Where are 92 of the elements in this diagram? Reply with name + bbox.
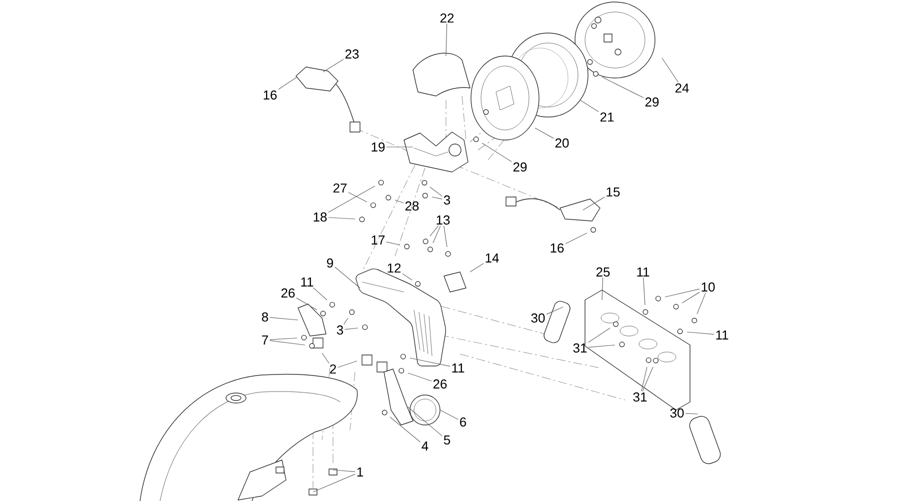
leader-line [534,128,554,139]
leader-line [390,416,420,442]
callout-number: 16 [264,90,277,100]
leader-line [430,186,442,197]
leader-line [322,352,330,364]
leader-line [444,226,448,248]
callout-number: 20 [555,138,569,148]
callout-number: 8 [262,312,268,322]
callout-number: 16 [550,243,564,253]
leader-line [588,344,616,348]
leader-line [278,76,298,90]
leader-line [588,328,610,343]
leader-line [430,226,439,236]
callout-number: 10 [702,282,715,292]
leader-line [582,196,605,210]
callout-number: 29 [513,162,527,172]
leader-line [270,317,298,320]
callout-number: 21 [600,112,614,122]
leader-line [338,360,358,368]
leader-line [344,318,348,324]
leader-line [328,217,356,220]
leader-line [643,277,646,306]
leader-line [332,470,356,472]
leader-line [328,186,376,213]
leader-line [470,263,484,272]
callout-number: 26 [281,288,295,298]
callout-number: 31 [573,343,587,353]
callout-number: 11 [452,364,464,372]
leader-line [402,273,412,280]
callout-number: 26 [433,379,447,389]
callout-number: 15 [606,187,620,197]
callout-number: 19 [372,142,385,152]
callout-number: 14 [486,254,499,262]
leader-line [565,232,588,244]
callout-number: 11 [637,268,650,276]
leader-line [446,23,448,56]
leader-line [408,406,442,436]
callout-number: 29 [645,97,659,107]
callout-number: 25 [596,267,610,277]
leader-line [344,328,358,330]
callout-number: 3 [444,195,450,205]
callout-number: 9 [327,258,333,268]
leader-line [696,292,706,314]
leader-line [682,292,700,304]
callout-number: 27 [333,183,347,193]
callout-number: 4 [422,442,428,450]
leader-line [664,288,700,298]
leader-line [432,196,442,200]
leader-line [410,358,450,367]
leader-line [270,338,298,340]
callout-number: 18 [314,212,327,222]
callout-number: 22 [440,13,454,23]
callout-number: 5 [444,435,450,445]
leader-line [602,278,604,300]
callout-number: 28 [405,201,419,211]
callout-number: 11 [716,330,728,340]
callout-number: 31 [633,392,647,402]
leader-line [432,226,441,244]
leader-line [482,142,512,162]
leader-line [408,372,432,382]
callout-number: 2 [330,364,336,374]
leader-line [386,146,414,148]
callout-number: 17 [372,236,385,244]
leader-line [348,192,368,202]
callout-number: 7 [262,336,268,344]
callout-number: 12 [388,263,401,273]
callout-number: 30 [670,408,684,418]
leader-line [662,58,678,83]
leader-line [580,100,599,112]
leader-line [313,287,328,300]
callout-number: 6 [460,417,466,427]
leader-line [296,298,318,310]
callout-number: 23 [345,49,359,59]
leader-line [394,200,404,204]
leader-line [322,58,344,72]
leader-line [440,410,458,420]
leader-line [641,366,648,392]
leader-line [602,76,644,98]
callout-number: 11 [301,278,314,286]
leader-line [642,366,654,392]
callout-number: 30 [531,313,545,323]
callout-number: 1 [357,468,363,476]
leader-line [270,340,306,346]
leader-line [334,266,360,288]
callout-number: 13 [436,215,450,225]
leader-line [386,242,400,246]
leader-line [686,332,714,335]
callout-number: 3 [336,325,344,335]
leader-line [312,474,356,492]
leader-line [685,413,698,414]
callout-number: 24 [675,83,689,93]
leader-line [546,306,564,315]
